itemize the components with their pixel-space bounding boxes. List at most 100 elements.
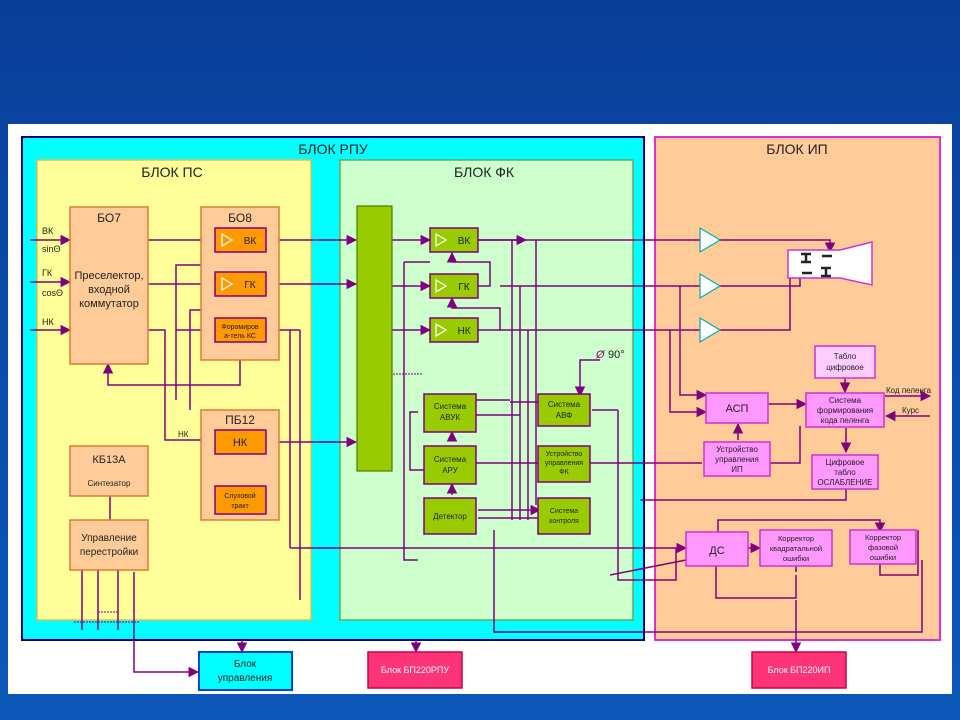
bottom-bu-line1: Блок (234, 659, 257, 670)
fk-avf-line2: АВФ (556, 411, 573, 420)
ip-kko: Корректор квадратальной ошибки (759, 529, 833, 567)
upr-line1: Управление (81, 533, 137, 544)
ip-tablo-osl-line2: табло (834, 468, 856, 477)
ip-asp-label: АСП (726, 403, 749, 415)
pb12-nk (214, 429, 267, 455)
bo8-vk-label: ВК (244, 236, 257, 247)
crt-display-icon (787, 241, 873, 286)
ip-amplifiers (699, 226, 722, 344)
bo8-title: БО8 (228, 211, 252, 225)
ip-kko-line2: квадратальной (770, 544, 822, 553)
fk-combiner (356, 205, 393, 472)
pb12-sluh-line1: Слуховой (224, 492, 255, 500)
fk-aru-line1: Система (434, 455, 467, 464)
ip-ds: ДС (685, 531, 749, 567)
pb12-unit: ПБ12 НК Слуховой тракт (200, 409, 280, 521)
amp-icon (699, 316, 722, 344)
ip-kurs-label: Курс (902, 406, 919, 415)
bo7-line1: Преселектор, (74, 270, 143, 282)
ip-tablo-line1: Табло (834, 352, 857, 361)
ip-kod-label: Код пеленга (886, 386, 932, 395)
fk-ustr: Устройство управления ФК (537, 445, 591, 483)
ip-kko-line3: ошибки (783, 554, 809, 563)
input-gk: ГК (42, 268, 53, 278)
input-cos: cosΘ (42, 288, 63, 298)
fk-ustr-line2: управления (545, 460, 583, 467)
block-ps-title: БЛОК ПС (141, 164, 202, 180)
input-nk: НК (42, 317, 54, 327)
fk-aru: Система АРУ (423, 445, 477, 485)
amp-icon (699, 272, 722, 300)
bottom-bp-ip-label: Блок БП220ИП (768, 665, 831, 675)
ip-sfkp-line1: Система (829, 396, 862, 405)
amp-icon (435, 322, 448, 338)
ip-sfkp: Система формирования кода пеленга (805, 392, 885, 428)
kb13a-sub: Синтезатор (88, 479, 131, 488)
bottom-bp-rpu-label: Блок БП220РПУ (381, 665, 449, 675)
bo7-title: БО7 (97, 211, 121, 225)
fk-ustr-line3: ФК (559, 469, 569, 476)
fk-det-label: Детектор (433, 512, 467, 521)
upr-line2: перестройки (80, 547, 138, 558)
fk-gk-label: ГК (458, 282, 469, 293)
bottom-bu-line2: управления (218, 673, 273, 684)
bo7-unit: БО7 Преселектор, входной коммутатор (69, 206, 149, 365)
block-rpu-title: БЛОК РПУ (298, 141, 368, 157)
bottom-bp-rpu: Блок БП220РПУ (367, 651, 463, 689)
nk-label: НК (178, 430, 189, 439)
upr-unit: Управление перестройки (69, 519, 149, 571)
bo7-line3: коммутатор (79, 298, 139, 310)
kb13a-title: КБ13А (92, 454, 126, 466)
ip-uip-line2: управления (715, 455, 759, 464)
ip-ds-label: ДС (709, 545, 724, 557)
input-labels: ВК sinΘ ГК cosΘ НК (42, 226, 63, 327)
kb13a-unit: КБ13А Синтезатор (69, 445, 149, 497)
fk-avuk-line2: АВУК (440, 413, 460, 422)
ip-kfo-line3: ошибки (870, 553, 896, 562)
fk-kontrol-line1: Система (550, 508, 578, 515)
ip-tablo-line2: цифровое (826, 363, 864, 372)
ip-uip-line1: Устройство (716, 445, 758, 454)
ip-sfkp-line3: кода пеленга (821, 416, 870, 425)
ip-uip: Устройство управления ИП (703, 441, 771, 477)
pb12-nk-label: НК (233, 437, 248, 449)
fk-avf: Система АВФ (537, 393, 591, 427)
ip-tablo: Табло цифровое (814, 345, 876, 379)
fk-avuk-line1: Система (434, 402, 467, 411)
ip-kko-line1: Корректор (778, 534, 814, 543)
fk-det: Детектор (423, 497, 477, 535)
amp-icon (435, 278, 448, 294)
ip-tablo-osl-line3: ОСЛАБЛЕНИЕ (817, 478, 872, 487)
bo8-fks-line2: а-тель КС (224, 333, 256, 340)
bo8-vk (214, 227, 267, 253)
pb12-sluh-line2: тракт (231, 503, 249, 510)
block-ip-title: БЛОК ИП (766, 141, 827, 157)
fk-vk-label: ВК (458, 236, 471, 247)
bo8-gk-label: ГК (244, 280, 255, 291)
ip-asp: АСП (705, 392, 769, 424)
bo8-fks (214, 317, 267, 343)
fk-kontrol: Система контроля (537, 497, 591, 535)
block-fk-title: БЛОК ФК (454, 164, 515, 180)
amp-icon (435, 232, 448, 248)
fk-avf-line1: Система (548, 400, 581, 409)
bo7-line2: входной (88, 284, 130, 296)
bottom-bu: Блок управления (198, 651, 293, 691)
ip-sfkp-line2: формирования (817, 406, 873, 415)
bo8-unit: БО8 ВК ГК Форомиров а-тель КС (200, 206, 280, 361)
fk-nk: НК (429, 317, 479, 343)
amp-icon (699, 226, 722, 254)
phase-label: 90° (608, 349, 625, 361)
ip-tablo-osl-line1: Цифровое (826, 458, 865, 467)
ip-kfo-line1: Корректор (865, 533, 901, 542)
fk-ustr-line1: Устройство (546, 450, 583, 458)
bo8-gk (214, 271, 267, 297)
input-sin: sinΘ (42, 244, 61, 254)
pb12-sluh (214, 485, 267, 515)
bo8-fks-line1: Форомиров (221, 324, 259, 331)
fk-avuk: Система АВУК (423, 393, 477, 433)
phase-icon: Ø (595, 349, 606, 361)
fk-aru-line2: АРУ (442, 466, 458, 475)
pb12-title: ПБ12 (225, 413, 255, 427)
